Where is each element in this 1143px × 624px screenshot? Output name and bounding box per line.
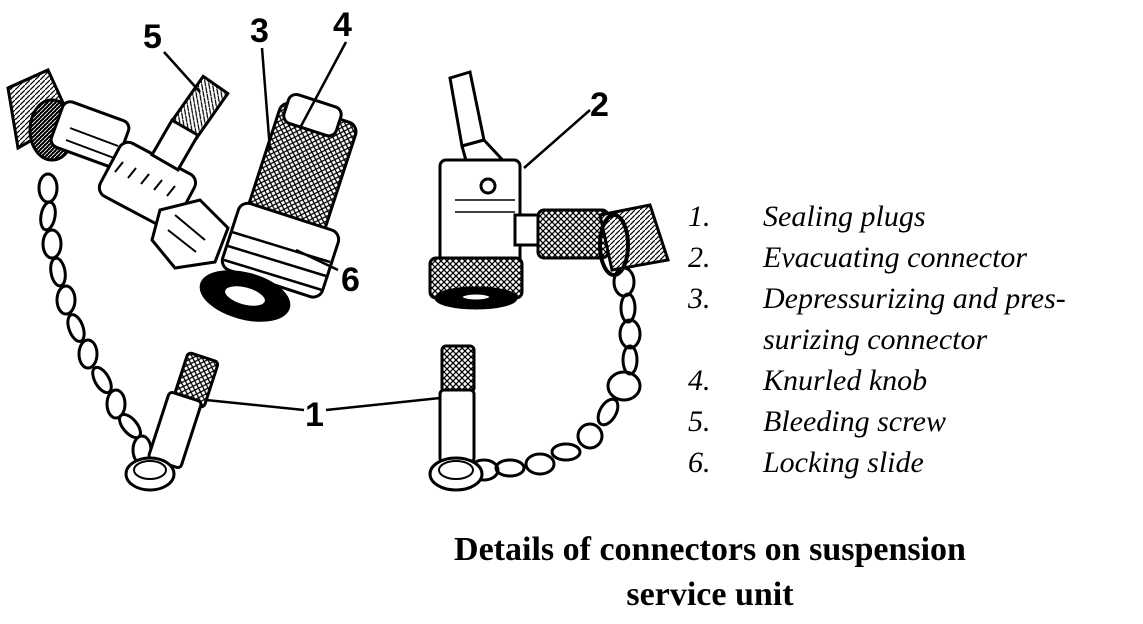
- parts-legend: 1. Sealing plugs 2. Evacuating connector…: [688, 196, 1138, 483]
- callout-3: 3: [250, 12, 269, 50]
- caption-line-2: service unit: [626, 576, 794, 613]
- legend-label: Locking slide: [763, 446, 924, 479]
- legend-number: 4.: [688, 364, 711, 397]
- legend-label: Bleeding screw: [763, 405, 947, 438]
- legend-number: 5.: [688, 405, 711, 438]
- legend-label: surizing connector: [763, 323, 988, 356]
- callout-1: 1: [305, 396, 324, 434]
- figure-caption: Details of connectors on suspension serv…: [360, 527, 1060, 617]
- legend-item: 5. Bleeding screw: [688, 401, 1138, 442]
- legend-label: Evacuating connector: [763, 241, 1028, 274]
- legend-label: Knurled knob: [763, 364, 928, 397]
- legend-item: 6. Locking slide: [688, 442, 1138, 483]
- legend-item: 4. Knurled knob: [688, 360, 1138, 401]
- right-connector-assembly: [428, 70, 670, 492]
- caption-line-1: Details of connectors on suspension: [454, 531, 966, 568]
- legend-item: surizing connector: [688, 319, 1138, 360]
- legend-number: 3.: [688, 282, 711, 315]
- legend-number: 2.: [688, 241, 711, 274]
- legend-item: 1. Sealing plugs: [688, 196, 1138, 237]
- callout-leader-lines: [163, 41, 591, 412]
- legend-number: 1.: [688, 200, 711, 233]
- callout-6: 6: [341, 261, 360, 299]
- legend-number: 6.: [688, 446, 711, 479]
- callout-2: 2: [590, 86, 609, 124]
- left-connector-assembly: [6, 68, 358, 492]
- legend-item: 2. Evacuating connector: [688, 237, 1138, 278]
- callout-4: 4: [333, 6, 352, 44]
- legend-number: [688, 319, 763, 360]
- legend-label: Depressurizing and pres-: [763, 282, 1066, 315]
- legend-item: 3. Depressurizing and pres-: [688, 278, 1138, 319]
- legend-label: Sealing plugs: [763, 200, 926, 233]
- callout-5: 5: [143, 18, 162, 56]
